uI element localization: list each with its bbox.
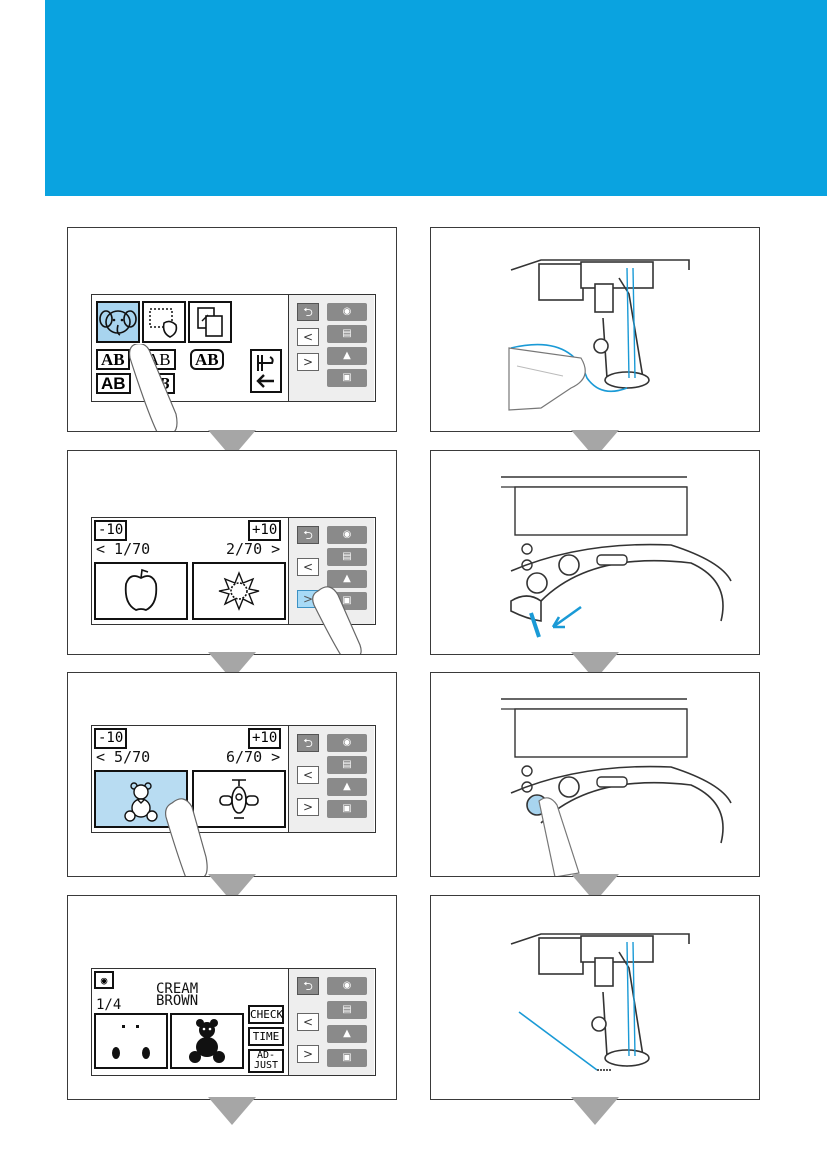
page-indicator-right: 6/70 > bbox=[226, 748, 280, 766]
step-panel-page-through-patterns: -10 +10 < 1/70 2/70 > ⮌ < > ◉ ▤ bbox=[67, 450, 397, 655]
check-button[interactable]: CHECK bbox=[248, 1005, 284, 1024]
document-icon[interactable]: ▤ bbox=[327, 325, 367, 343]
machine-icon[interactable]: ▲ bbox=[327, 347, 367, 365]
sunflower-icon bbox=[194, 564, 284, 618]
page-indicator-left: < 1/70 bbox=[96, 540, 150, 558]
frame-pattern-button[interactable] bbox=[142, 301, 186, 343]
side-control-panel: ⮌ < > ◉ ▤ ▲ ▣ bbox=[288, 295, 374, 401]
machine-icon[interactable]: ▲ bbox=[327, 778, 367, 796]
document-icon[interactable]: ▤ bbox=[327, 1001, 367, 1019]
plus-10-button[interactable]: +10 bbox=[248, 728, 281, 749]
time-button[interactable]: TIME bbox=[248, 1027, 284, 1046]
edit-return-button[interactable] bbox=[250, 349, 282, 393]
step-arrow bbox=[208, 1097, 256, 1125]
finger-pointer-image bbox=[308, 585, 388, 655]
elephant-icon bbox=[98, 303, 138, 341]
lcd-screen: ◉ CREAM BROWN 1/4 CHECK TIME bbox=[91, 968, 376, 1076]
memory-button[interactable] bbox=[188, 301, 232, 343]
step-panel-choose-pattern: -10 +10 < 5/70 6/70 > bbox=[67, 672, 397, 877]
alphabet-font-4-button[interactable]: AB bbox=[96, 373, 131, 394]
step-panel-stitching bbox=[430, 895, 760, 1100]
needle-icon[interactable]: ◉ bbox=[327, 303, 367, 321]
prev-page-button[interactable]: < bbox=[297, 328, 319, 346]
header-banner bbox=[45, 0, 827, 196]
needle-mode-icon: ◉ bbox=[94, 971, 114, 989]
document-icon[interactable]: ▤ bbox=[327, 756, 367, 774]
apple-icon bbox=[96, 564, 186, 618]
step-panel-press-start bbox=[430, 672, 760, 877]
color-index: 1/4 bbox=[96, 997, 121, 1013]
pattern-apple[interactable] bbox=[94, 562, 188, 620]
side-control-panel: ⮌ < > ◉ ▤ ▲ ▣ bbox=[288, 969, 374, 1075]
adjust-label-line2: JUST bbox=[254, 1060, 278, 1071]
machine-icon[interactable]: ▲ bbox=[327, 1025, 367, 1043]
color-preview bbox=[94, 1013, 168, 1069]
stitch-preview-dots bbox=[96, 1015, 166, 1067]
embroidery-icon[interactable]: ▣ bbox=[327, 1049, 367, 1067]
page-indicator-left: < 5/70 bbox=[96, 748, 150, 766]
frame-shape-icon bbox=[144, 303, 184, 341]
start-button-illustration bbox=[431, 673, 760, 877]
page-indicator-right: 2/70 > bbox=[226, 540, 280, 558]
next-page-button[interactable]: > bbox=[297, 1045, 319, 1063]
needle-icon[interactable]: ◉ bbox=[327, 734, 367, 752]
color-name-line2: BROWN bbox=[156, 993, 198, 1009]
alphabet-font-1-button[interactable]: AB bbox=[96, 349, 130, 370]
document-icon[interactable]: ▤ bbox=[327, 548, 367, 566]
pattern-preview bbox=[170, 1013, 244, 1069]
prev-page-button[interactable]: < bbox=[297, 558, 319, 576]
presser-foot-illustration bbox=[431, 228, 760, 432]
recall-icon bbox=[190, 303, 230, 341]
step-panel-select-category: AB AB AB AB AB ⮌ < > ◉ ▤ ▲ ▣ bbox=[67, 227, 397, 432]
pattern-list: -10 +10 < 1/70 2/70 > bbox=[92, 518, 288, 624]
embroidery-icon[interactable]: ▣ bbox=[327, 800, 367, 818]
finger-pointer-image bbox=[160, 797, 240, 877]
prev-page-button[interactable]: < bbox=[297, 766, 319, 784]
needle-icon[interactable]: ◉ bbox=[327, 977, 367, 995]
step-panel-lower-lever bbox=[430, 450, 760, 655]
return-arrow-icon bbox=[252, 351, 280, 391]
embroidery-info: ◉ CREAM BROWN 1/4 CHECK TIME bbox=[92, 969, 288, 1075]
back-button[interactable]: ⮌ bbox=[297, 303, 319, 321]
prev-page-button[interactable]: < bbox=[297, 1013, 319, 1031]
embroidery-pattern-button[interactable] bbox=[96, 301, 140, 343]
adjust-button[interactable]: AD- JUST bbox=[248, 1049, 284, 1073]
finger-pointer-image bbox=[128, 344, 208, 432]
stitching-illustration bbox=[431, 896, 760, 1100]
next-page-button[interactable]: > bbox=[297, 353, 319, 371]
back-button[interactable]: ⮌ bbox=[297, 977, 319, 995]
next-page-button[interactable]: > bbox=[297, 798, 319, 816]
needle-icon[interactable]: ◉ bbox=[327, 526, 367, 544]
bear-silhouette bbox=[172, 1015, 242, 1067]
step-arrow bbox=[571, 1097, 619, 1125]
minus-10-button[interactable]: -10 bbox=[94, 728, 127, 749]
side-control-panel: ⮌ < > ◉ ▤ ▲ ▣ bbox=[288, 726, 374, 832]
plus-10-button[interactable]: +10 bbox=[248, 520, 281, 541]
machine-head-illustration bbox=[431, 451, 760, 655]
minus-10-button[interactable]: -10 bbox=[94, 520, 127, 541]
embroidery-icon[interactable]: ▣ bbox=[327, 369, 367, 387]
back-button[interactable]: ⮌ bbox=[297, 526, 319, 544]
pattern-sunflower[interactable] bbox=[192, 562, 286, 620]
step-panel-hold-thread bbox=[430, 227, 760, 432]
back-button[interactable]: ⮌ bbox=[297, 734, 319, 752]
step-panel-embroidery-screen: ◉ CREAM BROWN 1/4 CHECK TIME bbox=[67, 895, 397, 1100]
